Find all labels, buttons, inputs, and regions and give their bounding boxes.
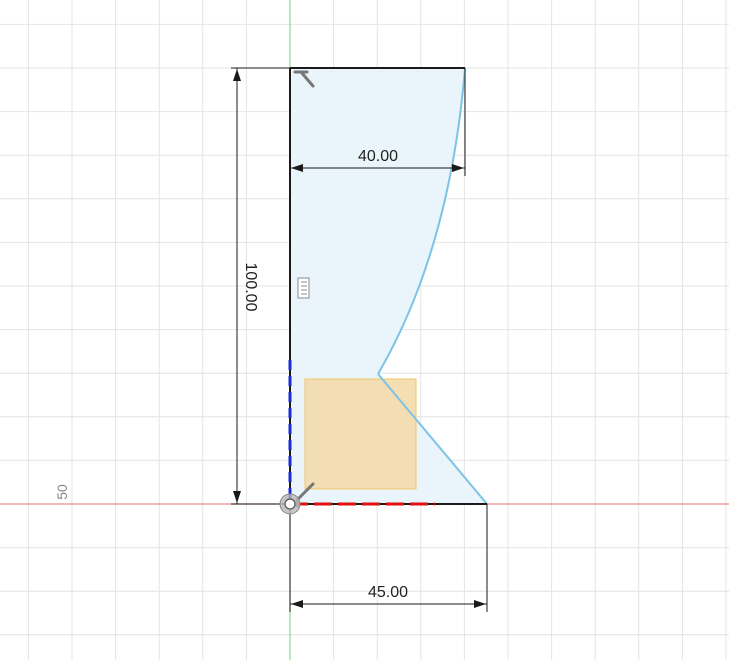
dimension-text-bottom-width[interactable]: 45.00 — [368, 584, 408, 601]
dimension-height[interactable]: 100.00 — [231, 67, 290, 505]
arrow-left — [291, 600, 303, 608]
orange-feature-box[interactable] — [304, 378, 417, 490]
arrow-left — [291, 164, 303, 172]
perpendicular-constraint-icon[interactable] — [293, 70, 315, 88]
dimension-top-width[interactable]: 40.00 — [290, 68, 466, 176]
grid-label-50: 50 — [54, 484, 70, 500]
dimension-text-height[interactable]: 100.00 — [242, 263, 259, 312]
arrow-bottom — [233, 491, 241, 503]
arrow-right — [452, 164, 464, 172]
arc-edge[interactable] — [377, 67, 466, 375]
origin-point-icon[interactable] — [279, 493, 301, 515]
diagonal-edge[interactable] — [377, 373, 488, 505]
arrow-right — [474, 600, 486, 608]
dimension-text-top-width[interactable]: 40.00 — [358, 148, 398, 165]
dimension-bottom-width[interactable]: 45.00 — [289, 504, 488, 612]
coincident-constraint-icon[interactable] — [297, 277, 310, 299]
arrow-top — [233, 69, 241, 81]
